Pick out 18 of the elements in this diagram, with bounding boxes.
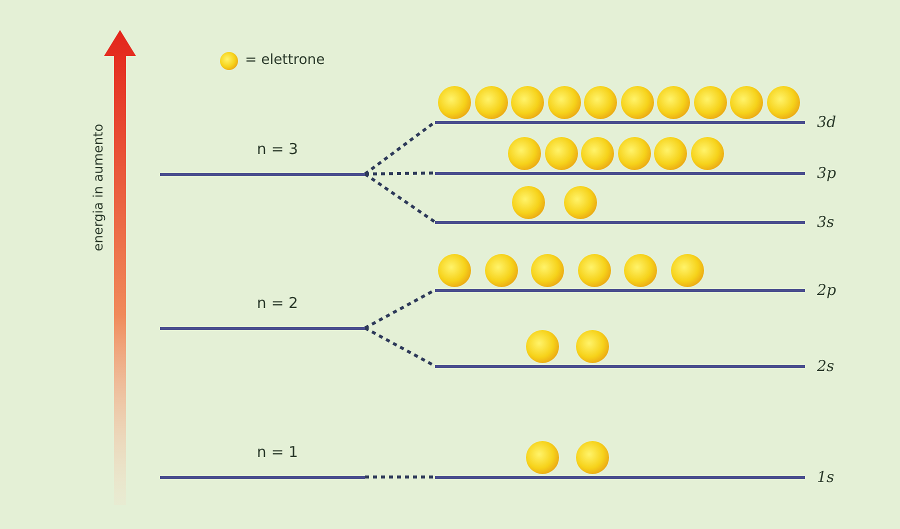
sublevel-label: 3s	[817, 213, 834, 231]
dotted-connector	[364, 120, 436, 176]
axis-label: energia in aumento	[92, 122, 106, 252]
legend-text: = elettrone	[245, 52, 325, 68]
energy-level-line	[160, 294, 365, 330]
shell-label: n = 2	[256, 294, 298, 312]
energy-level-line	[160, 443, 365, 479]
energy-level-line	[160, 140, 365, 176]
sublevel-label: 2p	[817, 281, 836, 299]
dotted-connector	[364, 172, 436, 176]
sublevel-label: 2s	[817, 357, 834, 375]
dotted-connector	[364, 172, 436, 224]
dotted-connector	[365, 476, 435, 478]
sublevel-label: 3d	[817, 113, 836, 131]
shell-label: n = 3	[256, 140, 298, 158]
sublevel-label: 1s	[817, 468, 834, 486]
shell-label: n = 1	[256, 443, 298, 461]
sublevel-label: 3p	[817, 164, 836, 182]
